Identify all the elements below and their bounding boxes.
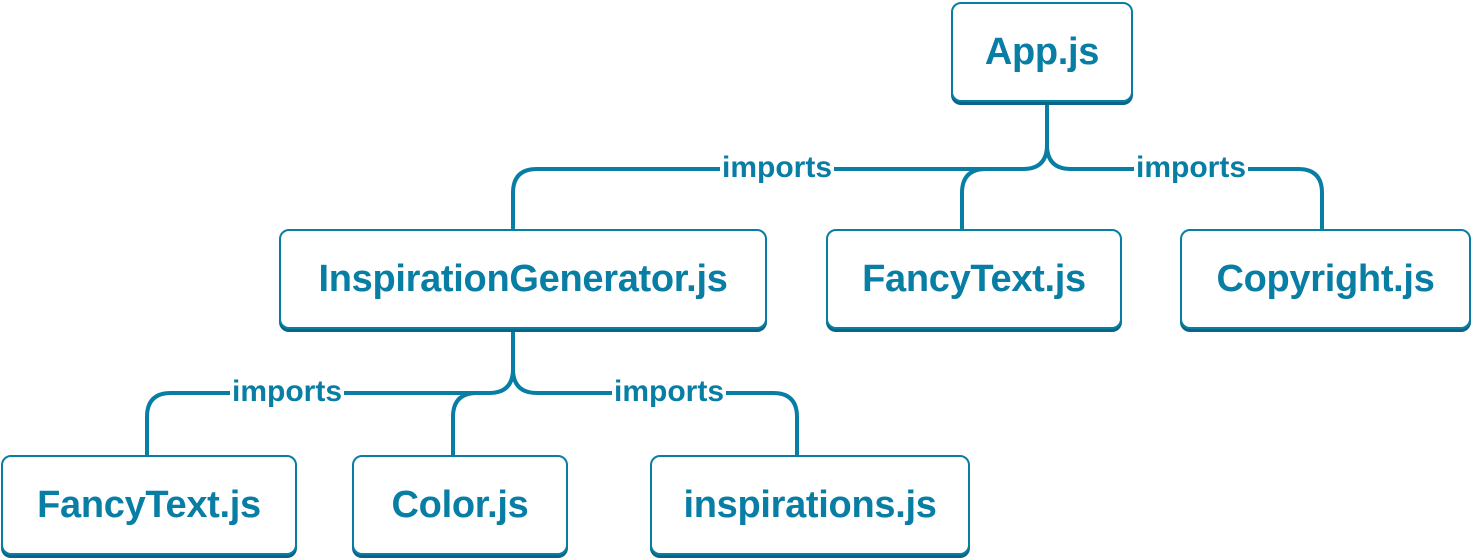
node-fancytext-top: FancyText.js [826,229,1122,329]
edge-label-generator-to-inspirations: imports [611,375,727,408]
edge-label-generator-to-fancytext: imports [229,375,345,408]
node-label: Color.js [391,483,529,526]
connector-app-right [1045,143,1324,230]
node-label: App.js [984,30,1100,73]
connector-generator-right [511,367,799,457]
node-inspiration-generator: InspirationGenerator.js [279,229,767,329]
node-fancytext-bottom: FancyText.js [1,455,297,555]
connector-generator-left [145,391,491,457]
node-app: App.js [951,2,1133,102]
node-color: Color.js [352,455,568,555]
node-inspirations: inspirations.js [650,455,970,555]
node-label: InspirationGenerator.js [318,257,728,300]
edge-label-app-to-copyright: imports [1133,151,1249,184]
node-label: FancyText.js [862,257,1086,300]
node-label: FancyText.js [37,483,261,526]
node-label: inspirations.js [683,483,937,526]
node-copyright: Copyright.js [1180,229,1471,329]
connector-app-trunk [960,102,1049,230]
connector-app-left [511,167,1025,230]
node-label: Copyright.js [1216,257,1435,300]
edge-label-app-to-generator: imports [719,151,835,184]
